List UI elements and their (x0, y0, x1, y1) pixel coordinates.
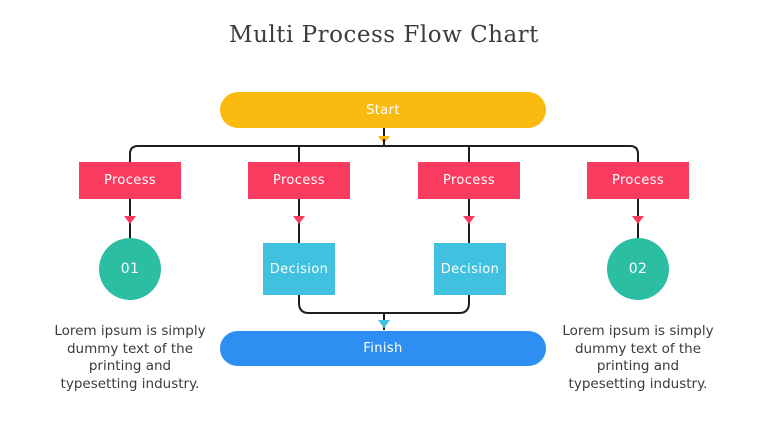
process-label: Process (103, 173, 157, 188)
step-label: 02 (628, 261, 648, 277)
process-label: Process (611, 173, 665, 188)
process-node-3: Process (418, 162, 520, 199)
diagram-title: Multi Process Flow Chart (229, 22, 539, 48)
step-circle-01: 01 (99, 238, 161, 300)
arrow-down-pink-icon (463, 216, 475, 224)
decision-node-2: Decision (434, 243, 506, 295)
step-label: 01 (120, 261, 140, 277)
note-right: Lorem ipsum is simply dummy text of the … (562, 323, 714, 392)
note-left: Lorem ipsum is simply dummy text of the … (54, 323, 206, 392)
decision-label: Decision (269, 261, 329, 277)
arrow-down-pink-icon (632, 216, 644, 224)
arrow-down-pink-icon (293, 216, 305, 224)
process-node-2: Process (248, 162, 350, 199)
start-label: Start (366, 102, 400, 118)
trunk-connector (129, 139, 639, 162)
finish-node: Finish (220, 331, 546, 366)
process-node-4: Process (587, 162, 689, 199)
finish-connector (298, 295, 470, 330)
decision-node-1: Decision (263, 243, 335, 295)
process-drop-connectors (124, 199, 644, 243)
process-node-1: Process (79, 162, 181, 199)
process-label: Process (272, 173, 326, 188)
step-circle-02: 02 (607, 238, 669, 300)
arrow-down-pink-icon (124, 216, 136, 224)
finish-label: Finish (363, 341, 403, 356)
process-label: Process (442, 173, 496, 188)
start-node: Start (220, 92, 546, 128)
decision-label: Decision (440, 261, 500, 277)
arrow-down-cyan-icon (378, 320, 390, 328)
